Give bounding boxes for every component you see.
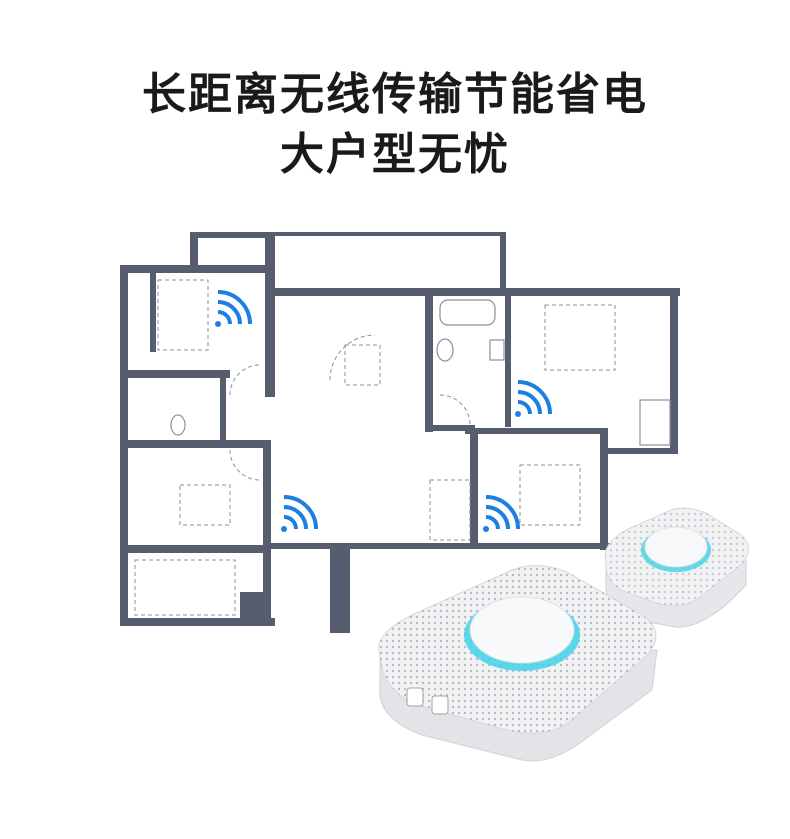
- doorbell-receiver-small: [604, 507, 749, 628]
- furniture: [134, 279, 616, 616]
- wifi-signal-icon: [281, 495, 318, 532]
- fixtures: [170, 299, 671, 446]
- walls: [120, 232, 680, 633]
- doorbell-receiver-large: [378, 565, 658, 762]
- wifi-signal-icon: [483, 495, 520, 532]
- headline-line-1: 长距离无线传输节能省电: [142, 69, 648, 120]
- music-button: [431, 695, 449, 715]
- volume-switch: [406, 687, 424, 707]
- headline-line-2: 大户型无忧: [280, 129, 510, 180]
- wifi-signal-icon: [215, 290, 252, 327]
- wifi-signal-icon: [515, 380, 552, 417]
